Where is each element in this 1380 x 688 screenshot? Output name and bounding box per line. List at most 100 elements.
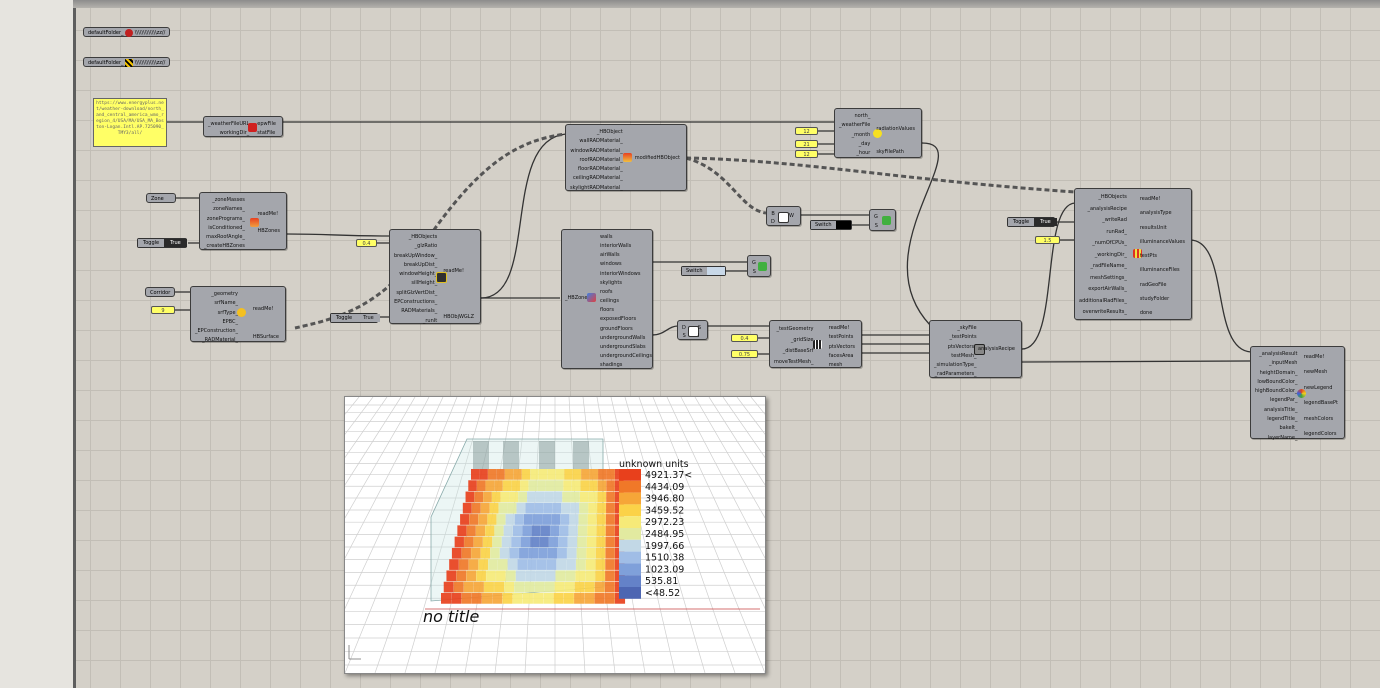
left-ruler bbox=[0, 0, 76, 688]
stream-switch-1[interactable]: Switch bbox=[810, 220, 852, 230]
open-epw-weather-component[interactable]: _weatherFileURL workingDir_ epwFile stat… bbox=[203, 116, 283, 137]
switch-value bbox=[706, 267, 725, 275]
grid-based-simulation-component[interactable]: _skyFile _testPoints ptsVectors_ testMes… bbox=[929, 320, 1022, 378]
input-label: runRad_ bbox=[1106, 228, 1127, 235]
honeybee-surface-icon bbox=[237, 308, 246, 317]
legend-swatch bbox=[619, 469, 641, 481]
input-label: layerName_ bbox=[1267, 434, 1298, 441]
inputs: _skyFile _testPoints ptsVectors_ testMes… bbox=[934, 324, 977, 380]
month-slider[interactable]: 12 bbox=[795, 127, 818, 135]
input-label: srfName_ bbox=[214, 300, 239, 307]
glazing-based-on-ratio-component[interactable]: _HBObjects _glzRatio breakUpWindow_ brea… bbox=[389, 229, 481, 324]
axis-icon bbox=[348, 645, 361, 660]
output-label: HBZones bbox=[257, 228, 280, 234]
input-label: heightDomain_ bbox=[1259, 369, 1298, 376]
cie-sky-component[interactable]: north_ _weatherFile _month _day _hour ra… bbox=[834, 108, 922, 158]
param-value: \\\\\\\\\\\\\zz// bbox=[134, 30, 166, 36]
inputs: D S bbox=[682, 324, 686, 340]
output-label: interiorWalls bbox=[600, 243, 632, 250]
legend-swatch bbox=[619, 539, 641, 552]
url-panel[interactable]: https://www.energyplus.net/weather-downl… bbox=[93, 98, 167, 147]
inputs: _HBObjects _glzRatio breakUpWindow_ brea… bbox=[394, 233, 437, 326]
toggle-value: True bbox=[164, 239, 187, 247]
output-label: HBSurface bbox=[252, 334, 279, 340]
input-label: EPBC_ bbox=[222, 318, 239, 325]
day-slider[interactable]: 21 bbox=[795, 140, 818, 148]
input-label: analysisTitle_ bbox=[1264, 406, 1298, 413]
output-label: testPts bbox=[1139, 253, 1158, 260]
rad-material-icon bbox=[623, 153, 632, 162]
recolor-mesh-component[interactable]: _analysisResult _inputMesh heightDomain_… bbox=[1250, 346, 1345, 441]
input-label: legendPar_ bbox=[1270, 397, 1298, 404]
input-label: sillHeight_ bbox=[411, 280, 438, 287]
output-label: newLegend bbox=[1303, 384, 1333, 391]
output-label: resultsUnit bbox=[1139, 224, 1167, 231]
honeybee-zone-icon bbox=[250, 218, 259, 227]
output-label: testPoints bbox=[828, 334, 854, 341]
cpus-slider[interactable]: 1.5 bbox=[1035, 236, 1060, 244]
stream-gate-component-1[interactable]: G S bbox=[869, 209, 896, 231]
zone-param[interactable]: Zone bbox=[146, 193, 176, 203]
legend-swatch bbox=[619, 480, 641, 493]
input-label: D bbox=[682, 325, 686, 331]
legend-label: 2484.95 bbox=[645, 529, 684, 540]
masses-to-zones-component[interactable]: _zoneMasses zoneNames_ zonePrograms_ isC… bbox=[199, 192, 287, 250]
top-ruler bbox=[73, 0, 1380, 8]
distance-slider[interactable]: 0.75 bbox=[731, 350, 758, 358]
inputs: _HBObject wallRADMaterial_ windowRADMate… bbox=[570, 128, 623, 193]
hour-slider[interactable]: 12 bbox=[795, 150, 818, 158]
default-folder-param-2[interactable]: defaultFolder_ \\\\\\\\\\\\\zz// bbox=[83, 57, 170, 67]
grid-size-slider[interactable]: 0.4 bbox=[731, 334, 758, 342]
output-label: ceilings bbox=[600, 298, 619, 305]
output-label: W bbox=[789, 213, 794, 219]
input-label: _weatherFileURL bbox=[208, 121, 250, 127]
param-value: \\\\\\\\\\\\\zz// bbox=[134, 60, 166, 66]
input-label: workingDir_ bbox=[219, 130, 250, 137]
slider-value: 0.4 bbox=[740, 336, 749, 342]
corridor-param[interactable]: Corridor bbox=[145, 287, 175, 297]
generate-test-points-component[interactable]: _testGeometry _gridSize _distBaseSrf mov… bbox=[769, 320, 862, 368]
input-label: _skyFile bbox=[957, 325, 977, 331]
decompose-by-type-component[interactable]: _HBZone walls interiorWalls airWalls win… bbox=[561, 229, 653, 369]
set-rad-materials-component[interactable]: _HBObject wallRADMaterial_ windowRADMate… bbox=[565, 124, 687, 191]
outputs: S I bbox=[698, 324, 701, 340]
merge-component[interactable]: B D W bbox=[766, 206, 801, 226]
run-daylight-simulation-component[interactable]: _HBObjects _analysisRecipe _writeRad run… bbox=[1074, 188, 1192, 320]
stream-switch-2[interactable]: Switch bbox=[681, 266, 726, 276]
input-label: D bbox=[771, 219, 775, 225]
input-label: _glzRatio bbox=[414, 243, 438, 250]
output-label: illuminanceFiles bbox=[1139, 267, 1180, 274]
input-label: breakUpWindow_ bbox=[394, 252, 438, 259]
heatmap-mesh bbox=[441, 469, 626, 604]
toggle-write-rad[interactable]: Toggle True bbox=[1007, 217, 1057, 227]
output-label: readMe! bbox=[828, 325, 850, 331]
dispatch-component[interactable]: D S S I bbox=[677, 320, 708, 340]
input-label: splitGlzVertDist_ bbox=[396, 289, 438, 296]
glz-ratio-slider[interactable]: 0.4 bbox=[356, 239, 377, 247]
input-label: _weatherFile bbox=[839, 122, 871, 129]
toggle-create-zones[interactable]: Toggle True bbox=[137, 238, 187, 248]
input-label: G bbox=[752, 260, 756, 266]
input-label: legendTitle_ bbox=[1267, 416, 1298, 423]
input-label: _simulationType_ bbox=[934, 362, 977, 369]
output-label: interiorWindows bbox=[600, 270, 641, 277]
param-label: defaultFolder_ bbox=[88, 30, 124, 36]
legend-label: 4921.37< bbox=[645, 470, 692, 481]
stream-gate-icon bbox=[882, 216, 891, 225]
param-label: Corridor bbox=[150, 290, 171, 296]
input-label: _testPoints bbox=[949, 334, 977, 341]
stream-gate-component-2[interactable]: G S bbox=[747, 255, 771, 277]
output-label: statFile bbox=[257, 130, 276, 137]
glazing-icon bbox=[436, 272, 447, 283]
outputs: readMe! analysisType resultsUnit illumin… bbox=[1140, 192, 1185, 321]
default-folder-param-1[interactable]: defaultFolder_ \\\\\\\\\\\\\zz// bbox=[83, 27, 170, 37]
outputs: modifiedHBObject bbox=[635, 154, 680, 163]
output-label: skyFilePath bbox=[876, 149, 904, 155]
output-label: analysisRecipe bbox=[978, 346, 1015, 352]
number-slider[interactable]: 9 bbox=[151, 306, 175, 314]
toggle-run-glazing[interactable]: Toggle True bbox=[330, 313, 380, 323]
output-label: readMe! bbox=[252, 306, 274, 312]
create-hb-surface-component[interactable]: _geometry srfName_ srfType_ EPBC_ _EPCon… bbox=[190, 286, 286, 343]
